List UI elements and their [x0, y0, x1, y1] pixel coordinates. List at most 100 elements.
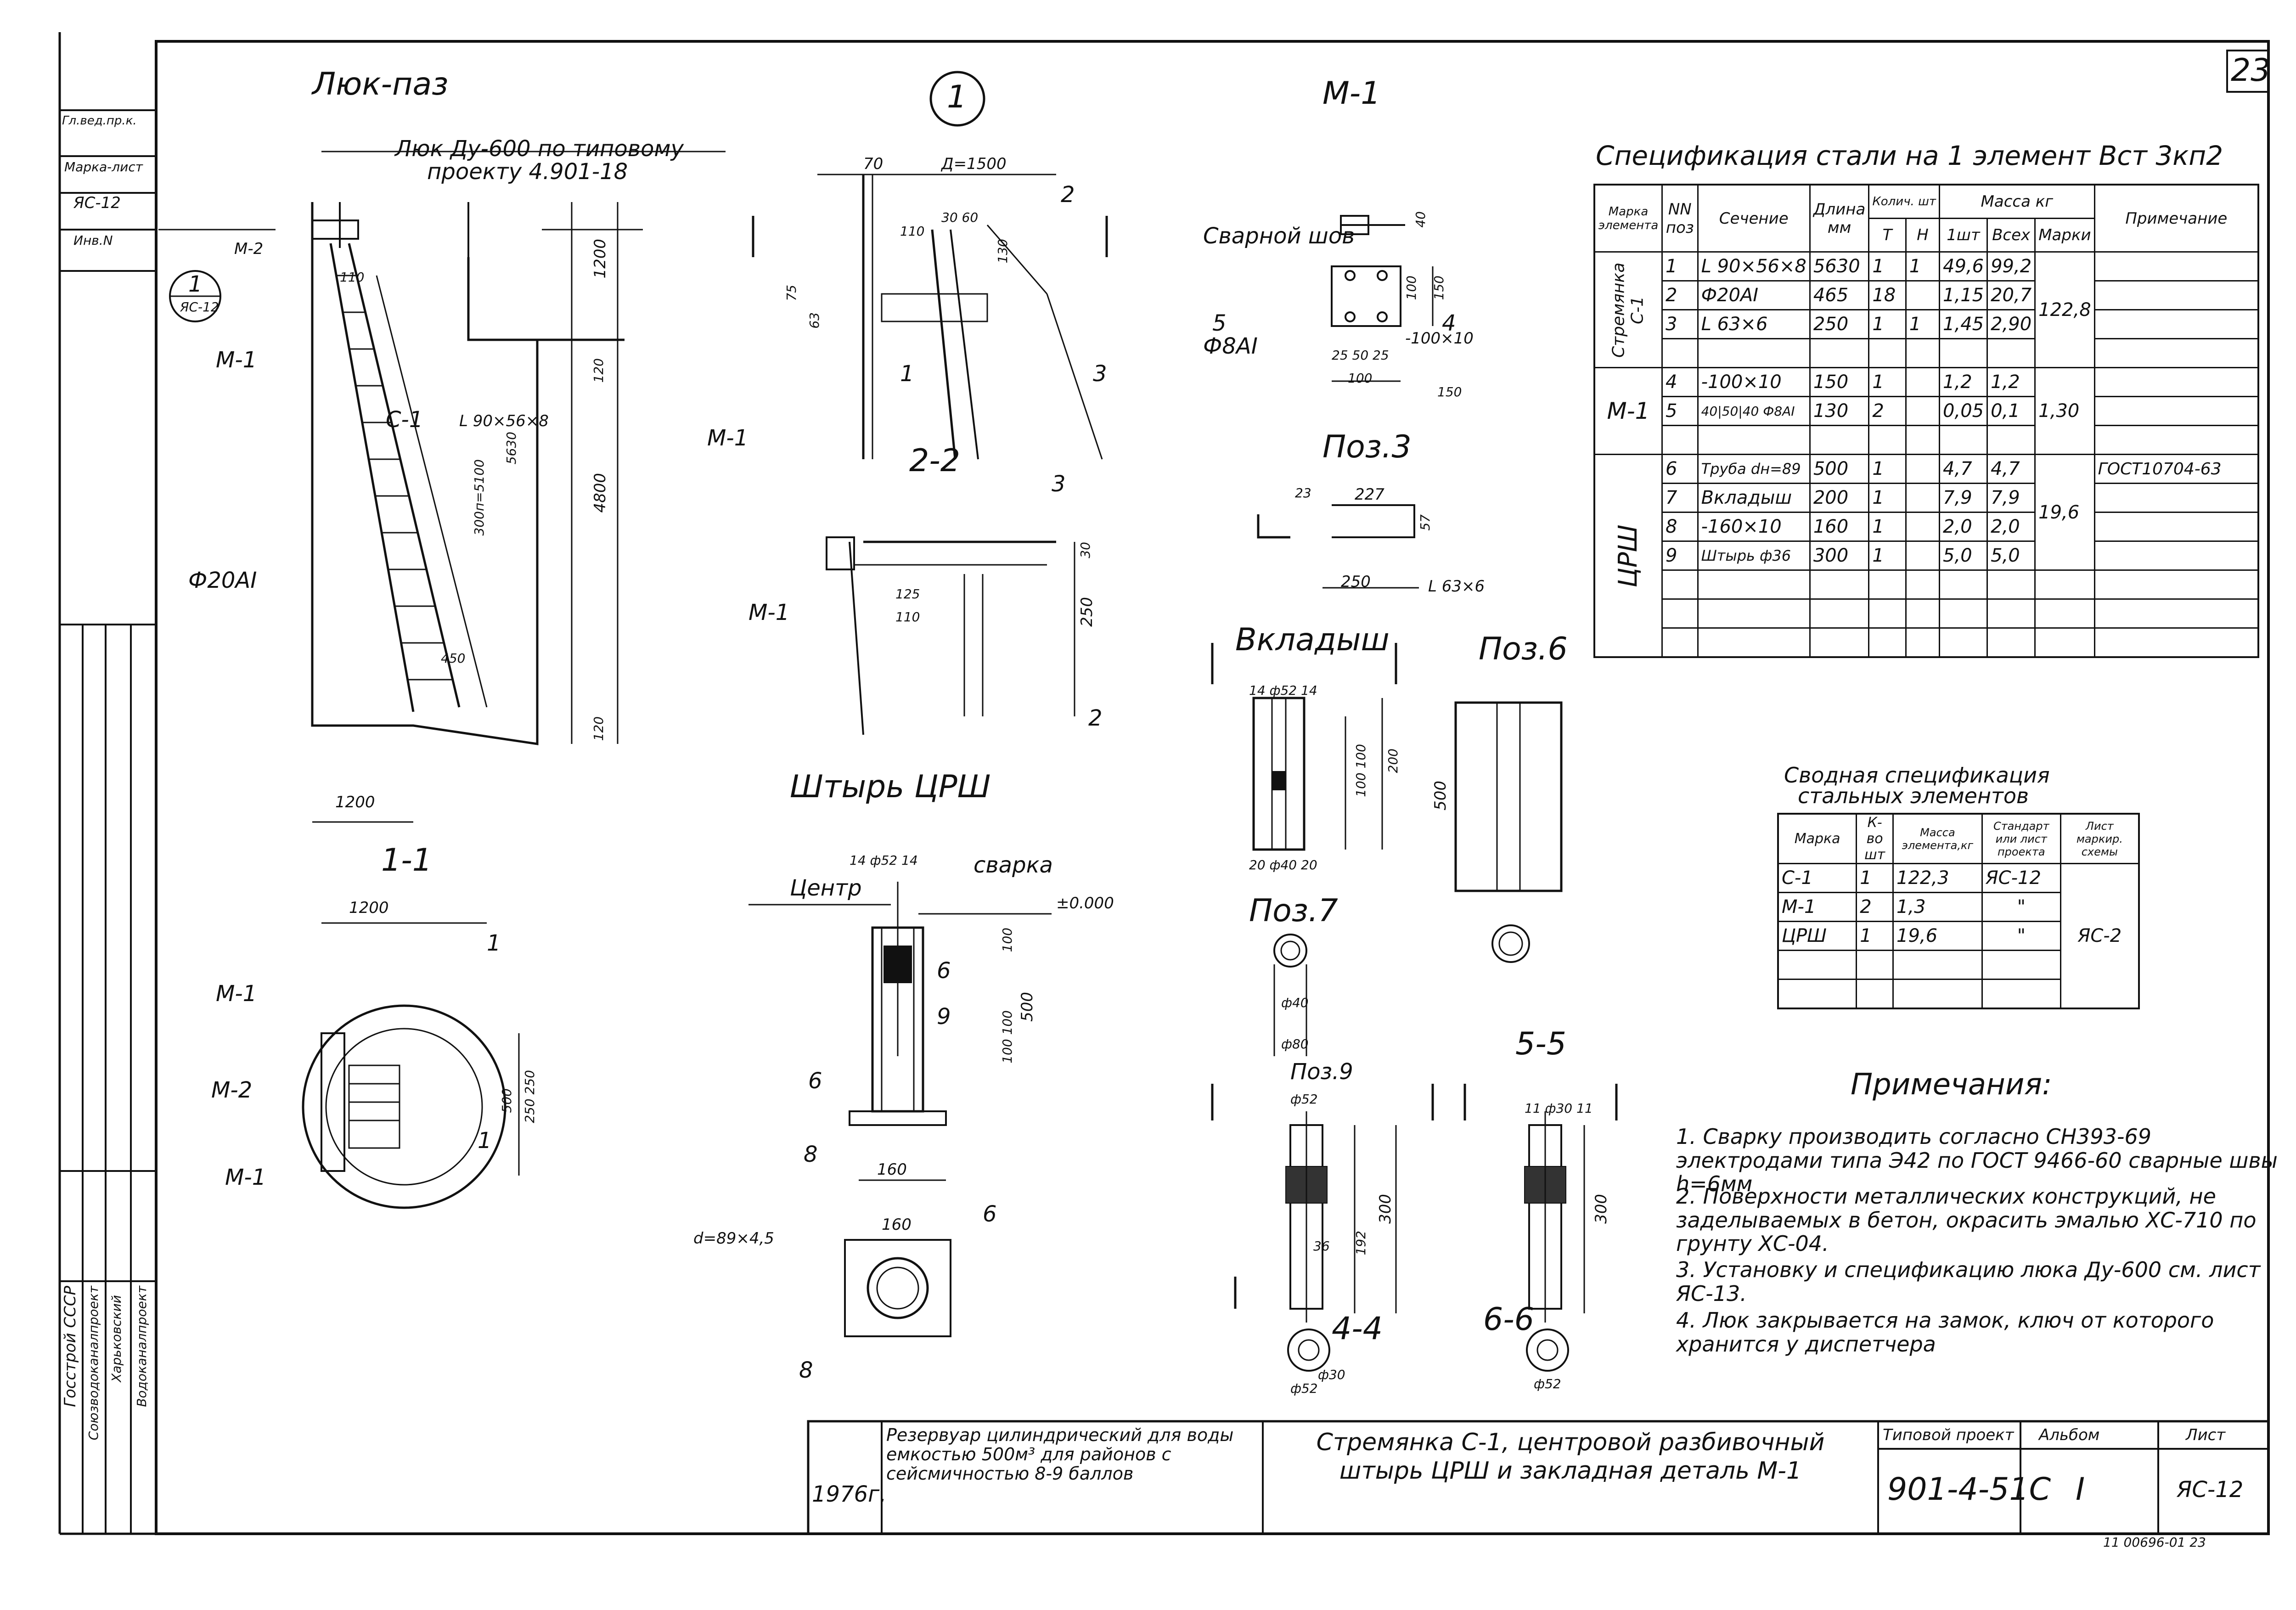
- table-row: [1777, 950, 2139, 980]
- dim: 120: [591, 358, 606, 383]
- dim: ф52: [1290, 1381, 1318, 1396]
- dim: 100: [1000, 928, 1015, 952]
- dim: 20 ф40 20: [1249, 857, 1317, 873]
- poz9-detail: [1285, 1111, 1397, 1372]
- view-title-luk-paz: Люк-паз: [312, 66, 449, 102]
- label-pos1: 1: [900, 361, 914, 387]
- dim: ф80: [1281, 1036, 1309, 1052]
- stamp-top-2: Марка-лист: [64, 159, 143, 175]
- cell: [1905, 454, 1941, 484]
- cell: 4,7: [1939, 454, 1988, 484]
- stamp-top-4: Инв.N: [73, 233, 113, 248]
- cell: [1905, 540, 1941, 571]
- dim: 192: [1353, 1231, 1368, 1255]
- label-phi8: Ф8АI: [1203, 333, 1258, 359]
- section-2-2: [826, 536, 1075, 735]
- cell: 1: [1868, 309, 1907, 339]
- table-row: ЦРШ 6 Труба dн=89 500 1 4,7 4,7 19,6 ГОС…: [1594, 454, 2259, 657]
- cell: 0,1: [1986, 396, 2036, 426]
- note-item: 1. Сварку производить согласно СН393-69 …: [1676, 1124, 2278, 1197]
- label-plate100: -100×10: [1405, 329, 1474, 348]
- dim: 125: [895, 586, 920, 602]
- cell: L 63×6: [1697, 309, 1811, 339]
- label-centr: Центр: [790, 875, 862, 901]
- dim: 227: [1355, 485, 1384, 504]
- dim: 75: [784, 285, 799, 301]
- cell: 250: [1809, 309, 1870, 339]
- cell: 5630: [1809, 251, 1870, 281]
- view-title-poz9: Поз.9: [1290, 1059, 1353, 1085]
- typ-project-label: Типовой проект: [1883, 1426, 2014, 1444]
- spec-group-mark: ЦРШ: [1594, 454, 1662, 657]
- view-title-poz3: Поз.3: [1322, 429, 1412, 465]
- dim: 110: [340, 270, 365, 285]
- dim: ф40: [1281, 995, 1309, 1010]
- label-pos8: 8: [804, 1142, 818, 1167]
- table-row: [1777, 979, 2139, 1009]
- dim: 1200: [349, 899, 389, 917]
- cell: 99,2: [1986, 251, 2036, 281]
- dim: 11 ф30 11: [1525, 1101, 1593, 1116]
- section-cut-marks: [752, 216, 1618, 1309]
- cell: 465: [1809, 280, 1870, 310]
- spec-header-primech: Примечание: [2093, 184, 2259, 253]
- dim: Д=1500: [941, 155, 1007, 173]
- cell: 1: [1905, 251, 1941, 281]
- cell: 2,0: [1939, 512, 1988, 542]
- cell: [2093, 280, 2259, 310]
- table-row: [1594, 338, 2259, 368]
- sheet-value: ЯС-12: [2177, 1477, 2244, 1503]
- poz3-detail: [1257, 504, 1419, 589]
- label-pos9: 9: [937, 1004, 951, 1030]
- cell: ЯС-12: [1981, 863, 2061, 893]
- label-d89: d=89×4,5: [693, 1229, 774, 1248]
- table-row: 9 Штырь ф36 300 1 5,0 5,0: [1594, 540, 2259, 571]
- cell: [1905, 280, 1941, 310]
- dim: 1200: [335, 793, 375, 811]
- cell: 18: [1868, 280, 1907, 310]
- note-item: 4. Люк закрывается на замок, ключ от кот…: [1676, 1308, 2214, 1357]
- view-title-poz6: Поз.6: [1479, 631, 1568, 667]
- stamp-org-3: Харьковский: [109, 1295, 124, 1382]
- dim: 14 ф52 14: [850, 853, 918, 868]
- cell: Штырь ф36: [1697, 540, 1811, 571]
- cell: ": [1981, 892, 2061, 922]
- cell: 1: [1868, 454, 1907, 484]
- luk-note-2: проекту 4.901-18: [427, 159, 628, 185]
- cell: 5,0: [1939, 540, 1988, 571]
- dim: ф30: [1318, 1367, 1345, 1382]
- cell: -160×10: [1697, 512, 1811, 542]
- cell: 1: [1868, 512, 1907, 542]
- label-pos6b: 6: [808, 1068, 822, 1094]
- sheet-label: Лист: [2186, 1426, 2226, 1444]
- view-title-m1: М-1: [1322, 75, 1381, 112]
- shtyr-elevation: [748, 882, 1052, 1337]
- cell: 160: [1809, 512, 1870, 542]
- note-item: 3. Установку и спецификацию люка Ду-600 …: [1676, 1257, 2261, 1306]
- cell: 19,6: [2034, 454, 2095, 571]
- dim: 130: [995, 239, 1010, 264]
- table-row: [1594, 598, 2259, 629]
- summary-header-kol: К-во шт: [1856, 813, 1894, 864]
- spec-header-nn: NN поз: [1661, 184, 1699, 253]
- summary-header-massa: Масса элемента,кг: [1892, 813, 1983, 864]
- table-row: [1594, 425, 2259, 455]
- dim: 57: [1418, 514, 1433, 531]
- cell: ": [1981, 921, 2061, 951]
- spec-header-mmarki: Марки: [2034, 218, 2095, 253]
- cell: 130: [1809, 396, 1870, 426]
- stamp-org-4: Водоканалпроект: [134, 1286, 149, 1407]
- cell: 1,45: [1939, 309, 1988, 339]
- poz6-detail: [1454, 701, 1563, 963]
- m1-detail: [1331, 215, 1434, 382]
- cell: С-1: [1777, 863, 1857, 893]
- label-m2-11: М-2: [211, 1077, 253, 1103]
- luk-note: Люк Ду-600 по типовому: [395, 136, 684, 162]
- spec-header-t: Т: [1868, 218, 1907, 253]
- summary-header-standart: Стандарт или лист проекта: [1981, 813, 2061, 864]
- detail-circle-number: 1: [947, 79, 967, 115]
- cell: [1905, 367, 1941, 397]
- dim: 300: [1592, 1194, 1610, 1224]
- cell: 200: [1809, 483, 1870, 513]
